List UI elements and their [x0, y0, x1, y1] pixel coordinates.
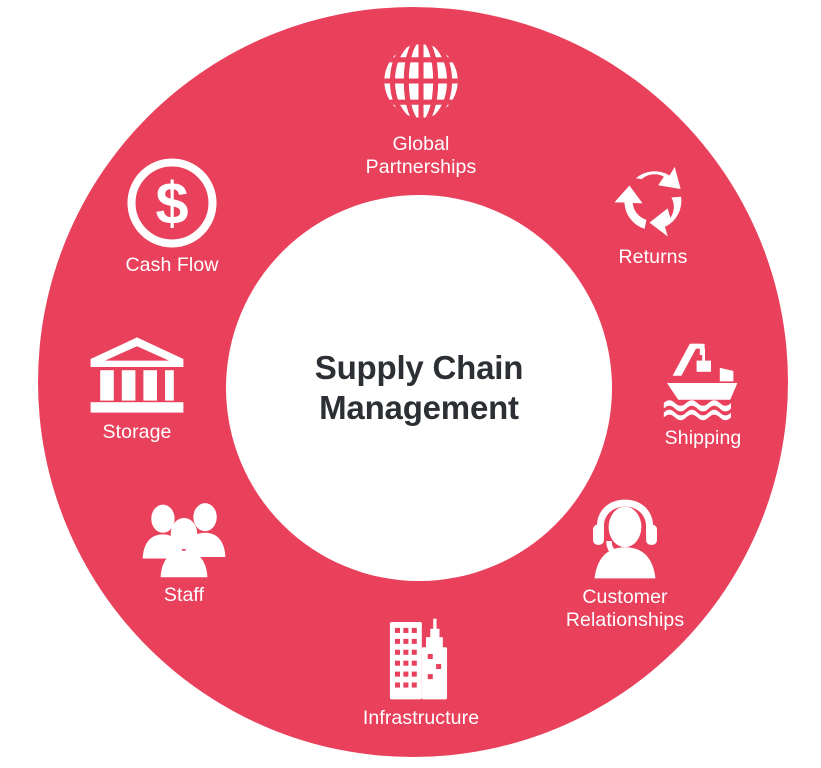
node-label: Storage: [102, 421, 172, 443]
city-buildings-icon: [321, 617, 521, 701]
warehouse-building-icon: [37, 335, 237, 415]
center-hub: Supply Chain Management: [226, 195, 612, 581]
node-shipping[interactable]: Shipping: [603, 337, 803, 450]
node-customer-relationships[interactable]: Customer Relationships: [525, 498, 725, 633]
three-people-icon: [84, 500, 284, 578]
node-label: Staff: [163, 584, 205, 606]
node-label: Customer Relationships: [525, 586, 725, 633]
globe-icon: [321, 35, 521, 127]
node-label-line-1: Customer: [582, 586, 668, 608]
hub-title-line-2: Management: [319, 389, 519, 426]
node-staff[interactable]: Staff: [84, 500, 284, 607]
node-label: Returns: [618, 246, 688, 268]
node-label-line-2: Partnerships: [365, 156, 477, 179]
node-cash-flow[interactable]: $ Cash Flow: [72, 158, 272, 277]
node-label: Shipping: [664, 427, 742, 449]
node-label: Cash Flow: [125, 254, 219, 276]
node-infrastructure[interactable]: Infrastructure: [321, 617, 521, 730]
hub-title-line-1: Supply Chain: [314, 348, 524, 386]
cargo-ship-icon: [603, 337, 803, 421]
page-title: Supply Chain Management: [269, 348, 569, 429]
node-storage[interactable]: Storage: [37, 335, 237, 444]
dollar-coin-icon: $: [72, 158, 272, 248]
recycle-arrows-icon: [553, 160, 753, 240]
node-returns[interactable]: Returns: [553, 160, 753, 269]
svg-text:$: $: [155, 170, 188, 237]
headset-agent-icon: [525, 498, 725, 580]
node-label: Infrastructure: [362, 707, 480, 729]
node-global-partnerships[interactable]: Global Partnerships: [321, 35, 521, 180]
node-label: Global Partnerships: [321, 133, 521, 180]
node-label-line-2: Relationships: [565, 609, 685, 632]
node-label-line-1: Global: [392, 133, 450, 155]
